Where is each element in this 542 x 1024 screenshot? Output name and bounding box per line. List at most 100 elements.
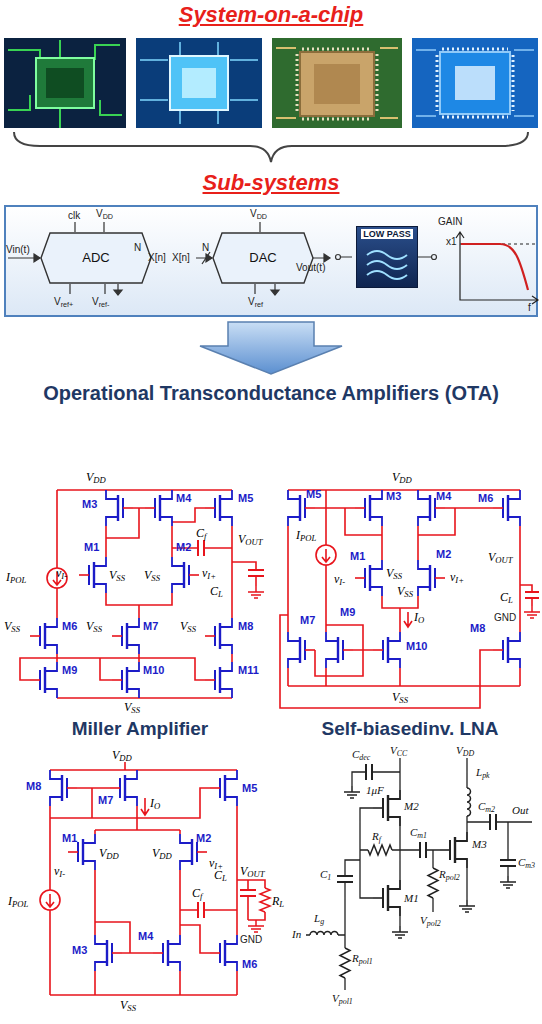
component-label: VDD — [456, 744, 474, 758]
component-label: Cm3 — [518, 856, 535, 870]
transistor-label: M4 — [436, 490, 451, 502]
pin-label: VSS — [124, 700, 140, 715]
component-label: Cdec — [352, 748, 370, 762]
symbol-stroke — [310, 932, 338, 935]
symbol-stroke — [189, 574, 199, 576]
symbol-stroke — [205, 679, 215, 681]
component-label: 1μF — [366, 784, 384, 796]
transistor-label: M7 — [143, 620, 158, 632]
symbol-stroke — [127, 662, 139, 698]
schematic-wires — [20, 490, 539, 995]
symbol-stroke — [370, 560, 382, 596]
signal-label: GND — [494, 612, 516, 623]
pin-label: CL — [214, 868, 227, 883]
transistor-label: M3 — [72, 944, 87, 956]
signal-label: GAIN — [438, 216, 462, 227]
symbol-stroke — [210, 952, 220, 954]
symbol-stroke — [160, 490, 172, 526]
curly-bracket — [14, 132, 528, 162]
symbol-stroke — [368, 845, 392, 855]
pin-label: vI+ — [202, 566, 216, 581]
signal-label: VDD — [250, 208, 267, 221]
symbol-stroke — [112, 679, 122, 681]
symbol-stroke — [68, 851, 78, 853]
symbol-stroke — [106, 490, 118, 526]
symbol-stroke — [79, 574, 89, 576]
transistor-label: M9 — [340, 606, 355, 618]
symbol-stroke — [30, 635, 40, 637]
component-label: Cm1 — [410, 826, 427, 840]
symbol-stroke — [500, 876, 516, 888]
pin-label: VOUT — [238, 532, 263, 547]
symbol-stroke — [467, 788, 471, 816]
symbol-stroke — [30, 679, 40, 681]
symbol-stroke — [95, 935, 107, 971]
symbol-stroke — [428, 868, 438, 898]
symbol-stroke — [220, 618, 232, 654]
section-heading: Operational Transconductance Amplifiers … — [21, 380, 521, 407]
section-heading: Self-biasedinv. LNA — [290, 718, 530, 740]
symbol-stroke — [355, 507, 365, 509]
symbol-stroke — [112, 952, 122, 954]
symbol-stroke — [340, 948, 350, 978]
converter-block: DAC — [212, 232, 314, 284]
pin-label: IO — [414, 610, 424, 625]
symbol-stroke — [524, 606, 540, 618]
signal-label: f — [528, 302, 531, 313]
symbol-stroke — [326, 632, 338, 668]
symbol-stroke — [45, 662, 57, 698]
block-label: LOW PASS — [361, 229, 412, 239]
component-label: Vpol1 — [332, 992, 353, 1006]
signal-label: x1 — [446, 236, 457, 247]
signal-label: Vref+ — [54, 296, 73, 309]
page-title: System-on-a-chip — [0, 2, 542, 28]
pin-label: VSS — [109, 568, 125, 583]
symbol-stroke — [343, 649, 353, 651]
symbol-stroke — [197, 851, 207, 853]
pin-label: IPOL — [8, 894, 28, 909]
component-label: C1 — [320, 868, 331, 882]
pin-label: VSS — [120, 998, 136, 1013]
symbol-stroke — [248, 586, 264, 598]
signal-label: Vout(t) — [296, 262, 325, 273]
transistor-label: M5 — [242, 782, 257, 794]
symbol-stroke — [225, 935, 237, 971]
signal-label: clk — [68, 210, 80, 221]
transistor-label: M4 — [138, 930, 153, 942]
transistor-label: M1 — [62, 832, 77, 844]
pin-label: vI- — [56, 566, 67, 581]
symbol-stroke — [459, 900, 475, 912]
chip-photos — [4, 38, 538, 128]
symbol-stroke — [418, 560, 430, 596]
symbol-stroke — [153, 952, 163, 954]
symbol-stroke — [288, 490, 300, 526]
section-heading: Miller Amplifier — [20, 718, 260, 740]
signal-label: Vin(t) — [6, 244, 30, 255]
component-label: M3 — [472, 838, 487, 850]
wave-stroke — [367, 261, 407, 269]
symbol-stroke — [388, 880, 400, 916]
symbol-stroke — [180, 834, 192, 870]
symbol-stroke — [344, 786, 360, 798]
pin-label: VSS — [144, 568, 160, 583]
component-label: Rpol1 — [352, 952, 373, 966]
pin-label: IO — [150, 796, 160, 811]
transistor-label: M6 — [242, 958, 257, 970]
transistor-label: M7 — [300, 614, 315, 626]
subsystem-wires — [8, 222, 538, 304]
symbol-stroke — [508, 490, 520, 526]
wave-stroke — [367, 251, 407, 259]
component-label: Lg — [314, 912, 324, 926]
transistor-label: M9 — [62, 664, 77, 676]
pin-label: VDD — [99, 846, 119, 861]
symbol-stroke — [418, 490, 430, 526]
component-label: Rpol2 — [439, 868, 460, 882]
symbol-stroke — [50, 770, 62, 806]
pin-label: VSS — [86, 619, 102, 634]
transistor-label: M2 — [176, 541, 191, 553]
converter-block: ADC — [40, 232, 152, 284]
pin-label: CL — [500, 590, 513, 605]
wave-stroke — [367, 271, 407, 279]
transistor-label: M6 — [478, 492, 493, 504]
component-label: Out — [512, 804, 529, 816]
